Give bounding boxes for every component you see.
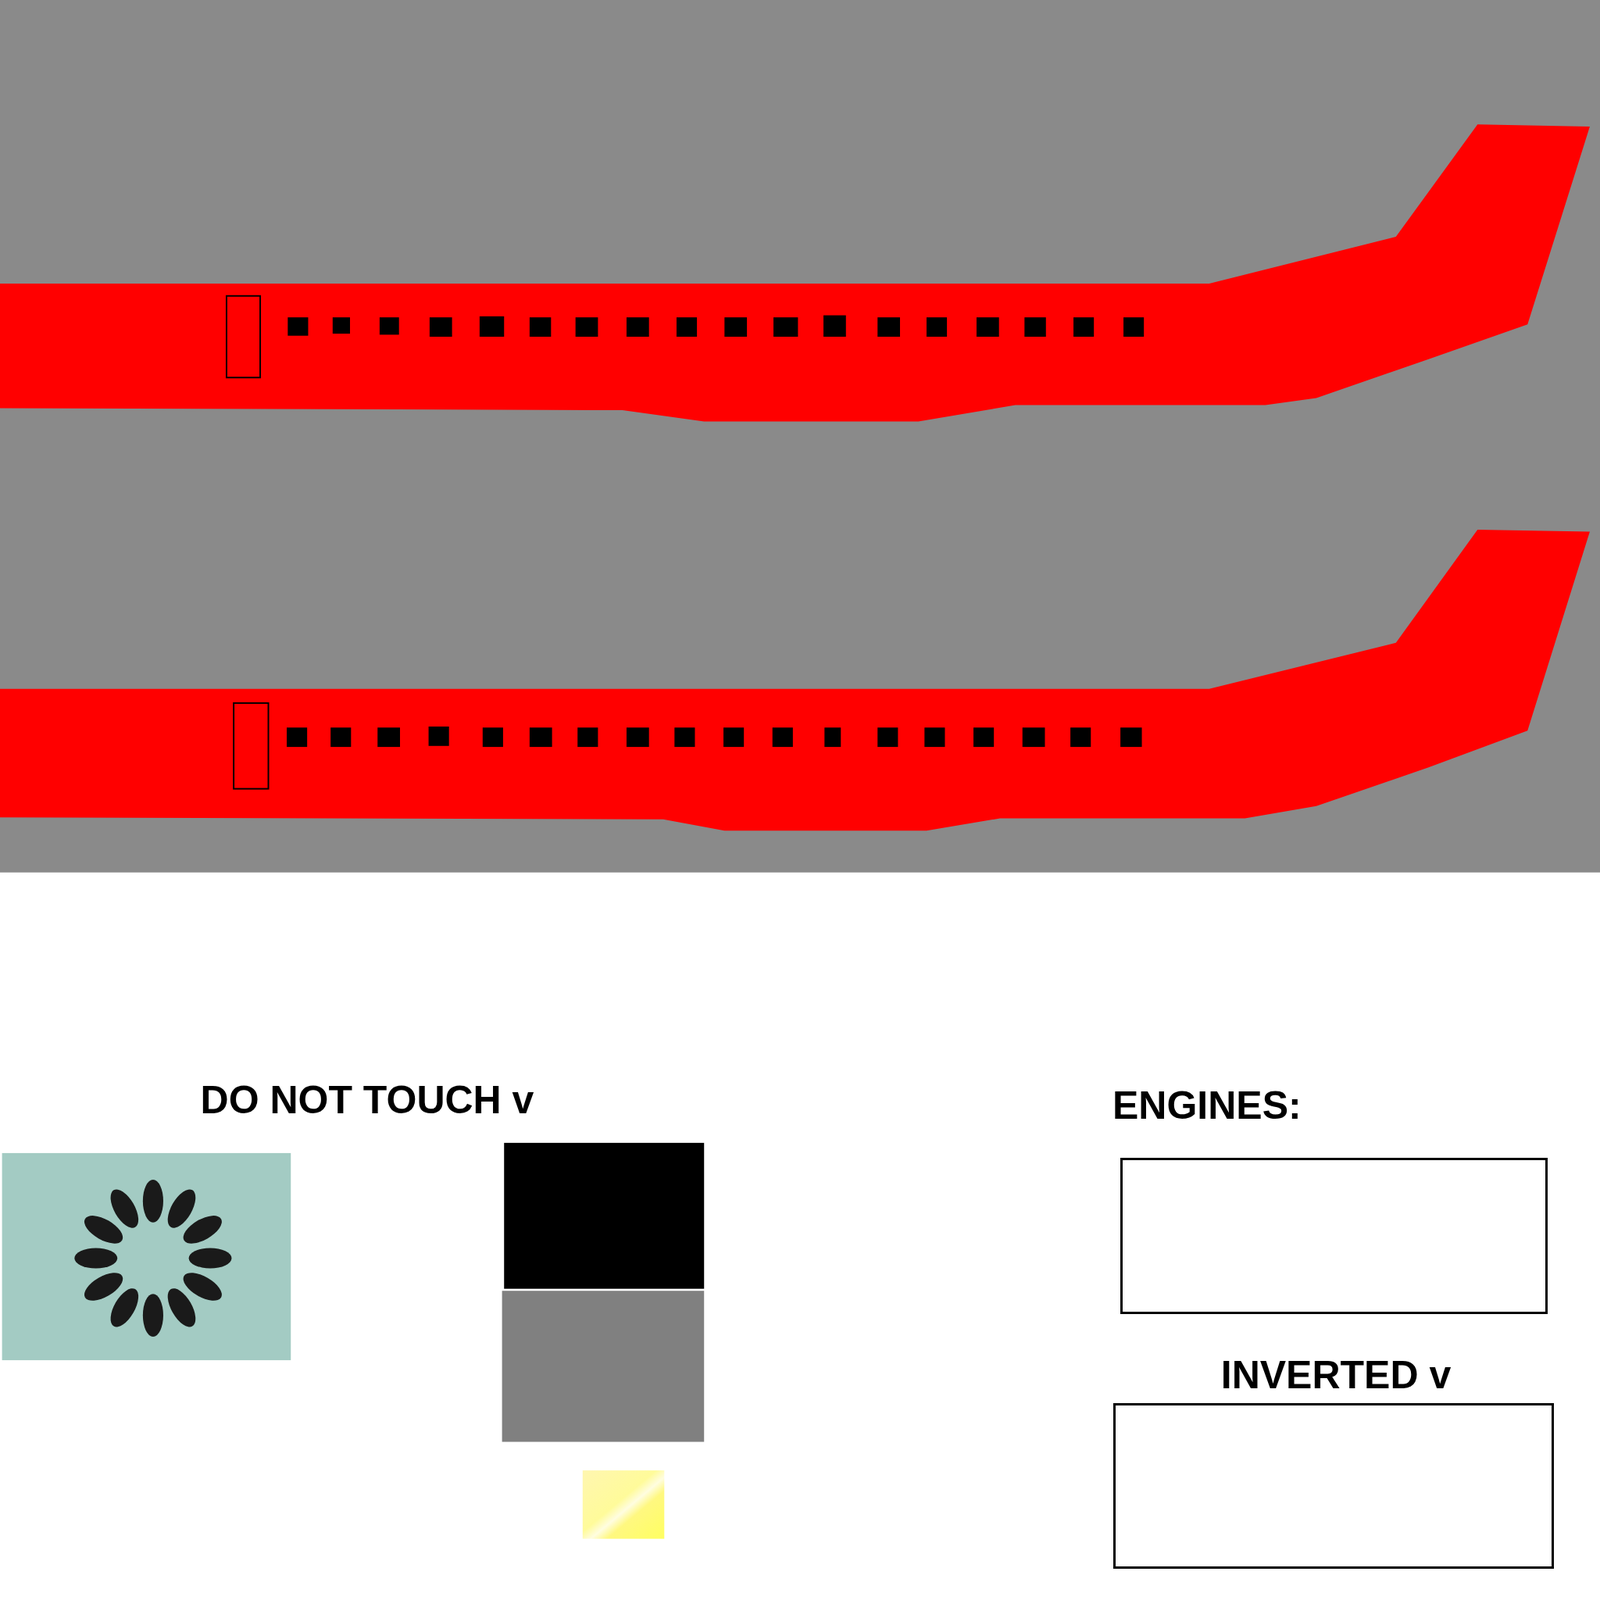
box-heading: ENGINES: (1112, 1083, 1302, 1129)
yellow-swatch (582, 1470, 665, 1540)
loading-spinner (2, 1153, 292, 1361)
grey-swatch (502, 1290, 705, 1442)
black-swatch (503, 1142, 704, 1290)
airplane-fuselage (0, 124, 1590, 422)
box-heading: INVERTED v (1221, 1353, 1452, 1399)
grey-ground (0, 0, 1600, 873)
airplane-fuselage (0, 529, 1590, 831)
empty-input-box: ENGINES: (1120, 1157, 1548, 1315)
empty-input-box: INVERTED v (1113, 1403, 1554, 1569)
warning-label: DO NOT TOUCH v (200, 1078, 535, 1124)
